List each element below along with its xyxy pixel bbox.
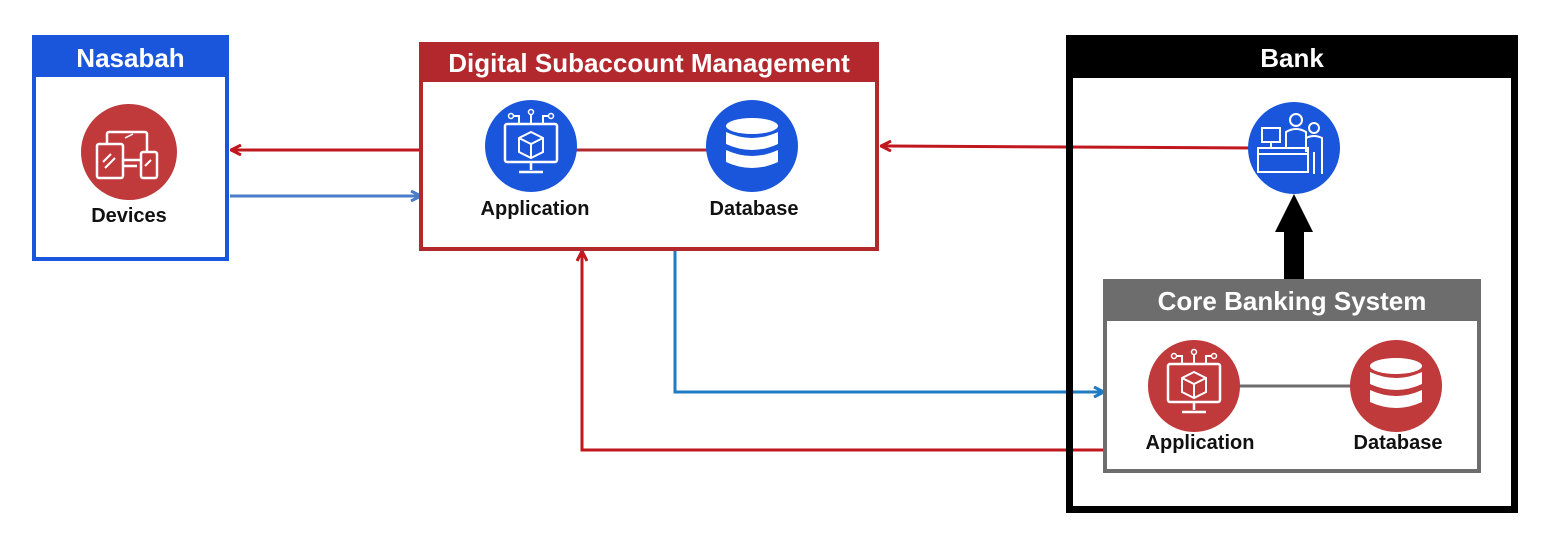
bank-header: Bank — [1073, 42, 1511, 78]
arrow-core-banking-to-dsm — [582, 252, 1104, 452]
bank-title: Bank — [1260, 43, 1324, 73]
core-application-icon — [1148, 340, 1240, 432]
dsm-application-label: Application — [480, 198, 590, 220]
core-database-icon — [1350, 340, 1442, 432]
core-banking-header: Core Banking System — [1107, 283, 1477, 321]
core-database-label: Database — [1353, 432, 1443, 454]
bank-box: Bank — [1066, 35, 1518, 513]
dsm-database-icon — [706, 100, 798, 192]
core-banking-box: Core Banking System — [1103, 279, 1481, 473]
nasabah-header: Nasabah — [36, 39, 225, 77]
core-application-label: Application — [1145, 432, 1255, 454]
bank-teller-icon — [1248, 102, 1340, 194]
dsm-header: Digital Subaccount Management — [423, 46, 875, 82]
dsm-title: Digital Subaccount Management — [448, 48, 850, 78]
devices-label: Devices — [91, 205, 167, 227]
dsm-box: Digital Subaccount Management — [419, 42, 879, 251]
nasabah-box: Nasabah Devices — [32, 35, 229, 261]
nasabah-title: Nasabah — [76, 43, 185, 73]
dsm-application-icon — [485, 100, 577, 192]
devices-icon — [81, 104, 177, 200]
dsm-database-label: Database — [709, 198, 799, 220]
arrow-dsm-to-core-banking — [673, 250, 1103, 392]
core-banking-title: Core Banking System — [1157, 286, 1427, 316]
